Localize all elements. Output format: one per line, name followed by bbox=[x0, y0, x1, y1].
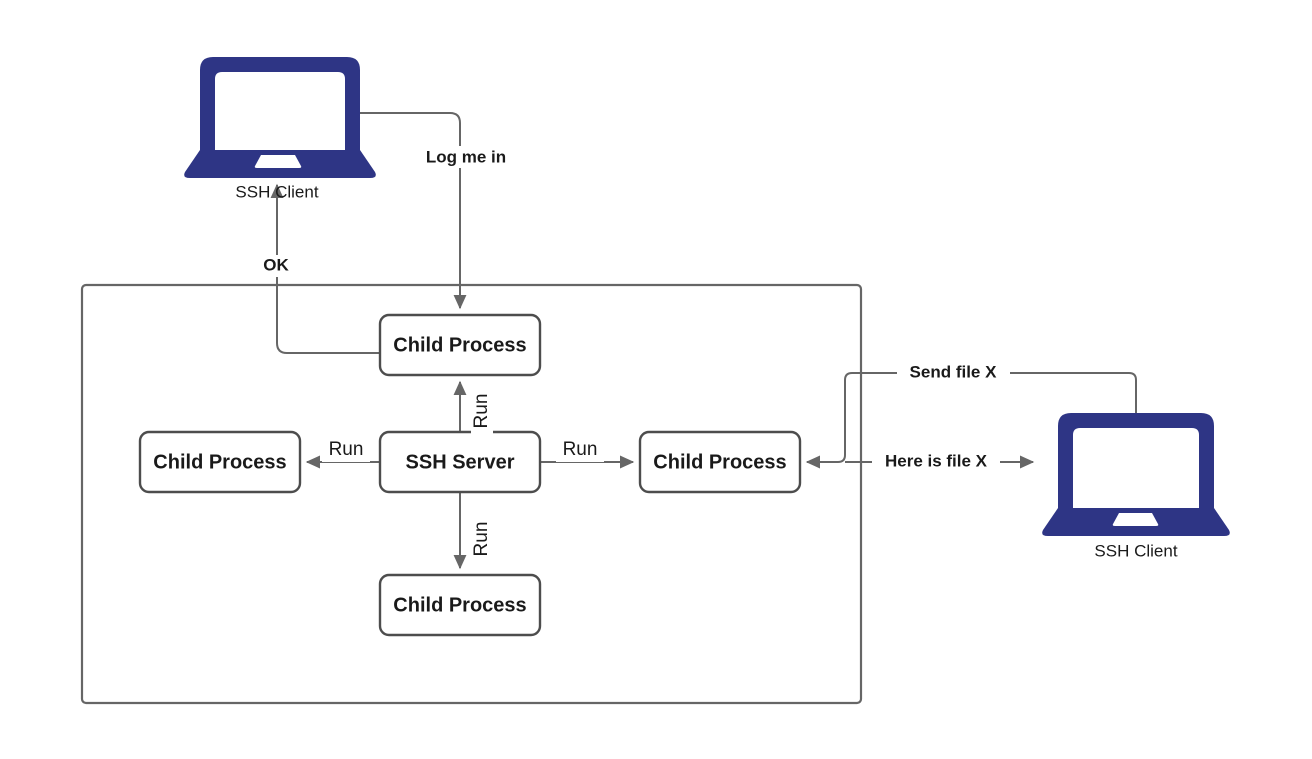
label-backdrop bbox=[471, 515, 493, 563]
edge-ok bbox=[270, 183, 380, 354]
node-label: Child Process bbox=[153, 451, 286, 473]
node-label: SSH Server bbox=[406, 451, 515, 473]
laptop-label-ssh-client-top: SSH Client bbox=[235, 182, 318, 201]
label-backdrop bbox=[411, 146, 521, 168]
edge-log-me-in bbox=[360, 112, 467, 310]
label-text: Run bbox=[471, 394, 492, 429]
edge-label-run-up: Run bbox=[471, 387, 493, 435]
laptop-trackpad-notch bbox=[1112, 513, 1159, 526]
node-label: Child Process bbox=[393, 334, 526, 356]
edge-label-ok: OK bbox=[258, 255, 294, 277]
node-ssh-server[interactable]: SSH Server bbox=[378, 430, 542, 494]
node-label: Child Process bbox=[653, 451, 786, 473]
edge-label-send-file-x: Send file X bbox=[897, 362, 1010, 384]
node-box[interactable] bbox=[378, 430, 542, 494]
laptop-trackpad-notch bbox=[254, 155, 302, 168]
node-box[interactable] bbox=[378, 573, 542, 637]
edge-label-run-down: Run bbox=[471, 515, 493, 563]
laptop-screen-bezel bbox=[1058, 413, 1214, 508]
label-backdrop bbox=[556, 438, 604, 462]
label-backdrop bbox=[471, 387, 493, 435]
label-text: Run bbox=[329, 439, 364, 460]
edge-label-run-left: Run bbox=[322, 438, 370, 462]
node-child-process-top[interactable]: Child Process bbox=[378, 313, 542, 377]
label-backdrop bbox=[258, 255, 294, 277]
label-text: OK bbox=[263, 255, 289, 274]
node-box[interactable] bbox=[378, 313, 542, 377]
label-backdrop bbox=[872, 451, 1000, 473]
laptop-ssh-client-top: SSH Client bbox=[184, 57, 376, 201]
label-text: Run bbox=[563, 439, 598, 460]
node-label: Child Process bbox=[393, 594, 526, 616]
laptop-screen-bezel bbox=[200, 57, 360, 150]
edge-send-file-x bbox=[805, 372, 1137, 469]
node-child-process-right[interactable]: Child Process bbox=[638, 430, 802, 494]
node-box[interactable] bbox=[638, 430, 802, 494]
node-child-process-left[interactable]: Child Process bbox=[138, 430, 302, 494]
label-text: Log me in bbox=[426, 147, 506, 166]
label-backdrop bbox=[897, 362, 1010, 384]
label-text: Send file X bbox=[910, 362, 998, 381]
laptop-label-ssh-client-right: SSH Client bbox=[1094, 541, 1177, 560]
node-child-process-bottom[interactable]: Child Process bbox=[378, 573, 542, 637]
edge-label-log-me-in: Log me in bbox=[411, 146, 521, 168]
label-backdrop bbox=[322, 438, 370, 462]
ssh-server-host-boundary bbox=[80, 283, 863, 705]
edge-label-here-is-file-x: Here is file X bbox=[872, 451, 1000, 473]
label-text: Run bbox=[471, 522, 492, 557]
label-text: Here is file X bbox=[885, 451, 988, 470]
node-box[interactable] bbox=[138, 430, 302, 494]
laptop-ssh-client-right: SSH Client bbox=[1042, 413, 1230, 560]
edge-label-run-right: Run bbox=[556, 438, 604, 462]
